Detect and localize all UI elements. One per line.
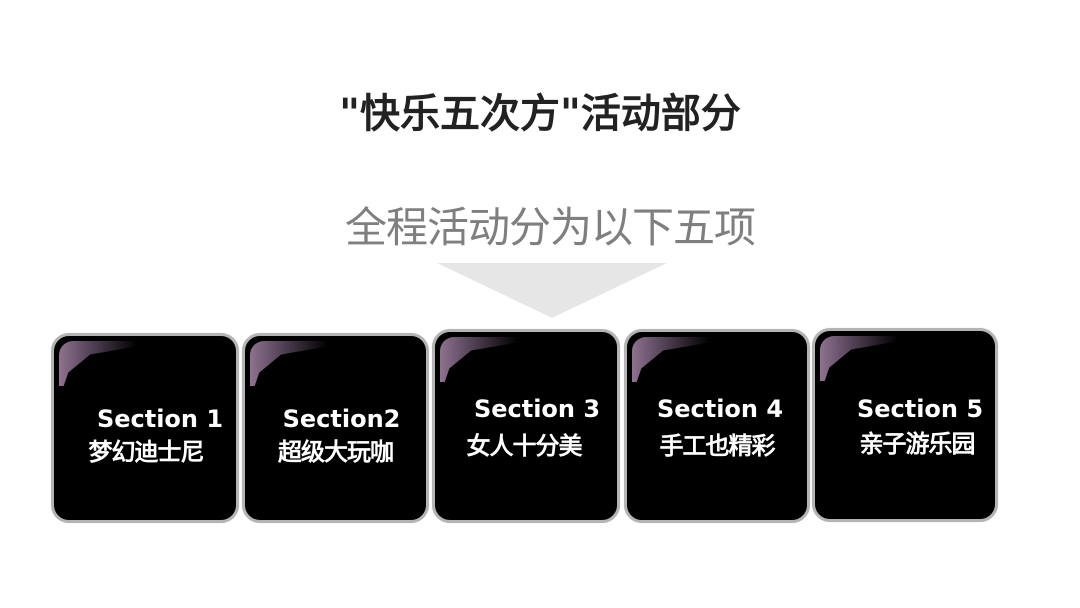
section-name: 梦幻迪士尼 (88, 438, 205, 466)
down-arrow-icon (437, 263, 667, 318)
gloss-highlight (820, 336, 898, 381)
gloss-highlight (250, 341, 328, 386)
section-card-4: Section 4 手工也精彩 (624, 329, 810, 523)
section-name: 亲子游乐园 (859, 430, 976, 458)
section-label: Section 4 (656, 395, 784, 423)
section-name: 女人十分美 (466, 432, 583, 460)
section-label: Section 1 (96, 405, 224, 433)
section-card-1: Section 1 梦幻迪士尼 (51, 333, 239, 523)
slide-subtitle: 全程活动分为以下五项 (344, 203, 756, 252)
section-label: Section 5 (856, 395, 984, 423)
section-card-5: Section 5 亲子游乐园 (812, 328, 998, 522)
section-name: 超级大玩咖 (278, 438, 394, 466)
slide-title: "快乐五次方"活动部分 (339, 91, 741, 137)
section-card-2: Section2 超级大玩咖 (242, 333, 429, 523)
gloss-highlight (59, 341, 137, 386)
section-name: 手工也精彩 (659, 432, 776, 460)
gloss-highlight (632, 337, 710, 382)
gloss-highlight (440, 337, 518, 382)
section-label: Section2 (282, 405, 401, 433)
section-card-3: Section 3 女人十分美 (432, 329, 620, 523)
section-label: Section 3 (473, 395, 601, 423)
